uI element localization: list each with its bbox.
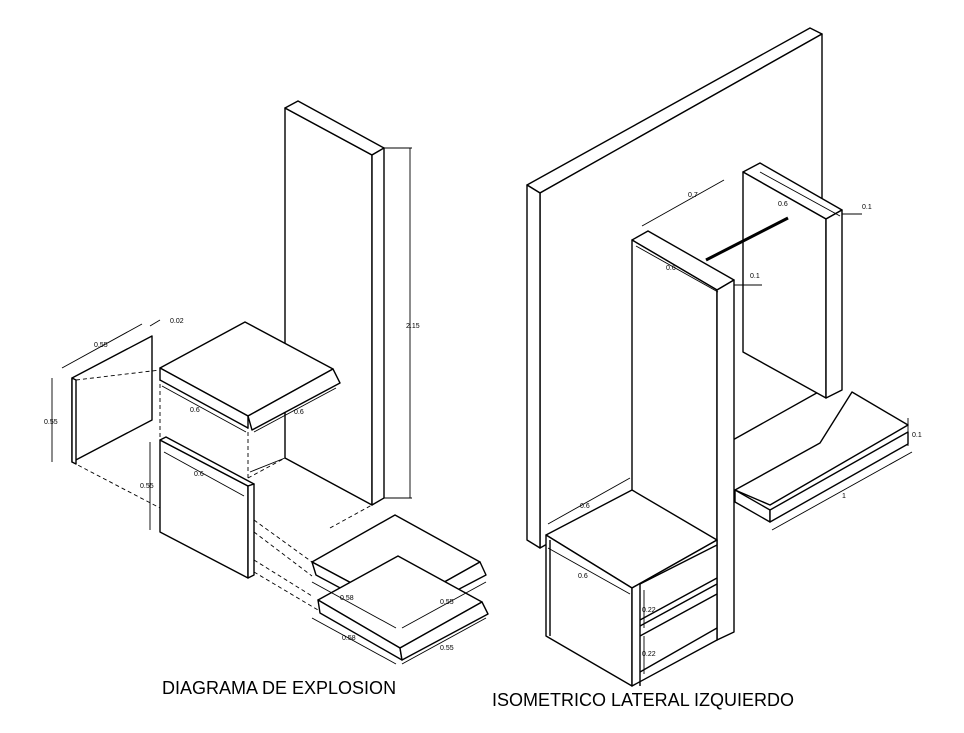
dim-rear-post-thickness: 0.1 — [862, 204, 872, 211]
tall-panel — [284, 100, 385, 506]
projection-line — [75, 369, 161, 381]
dim-shelf2-depth: 0.58 — [342, 635, 356, 642]
dim-panel-width: 0.55 — [94, 342, 108, 349]
dim-shelf-gap-2: 0.22 — [642, 651, 656, 658]
dim-side-height: 0.55 — [140, 483, 154, 490]
dim-shelf-gap-1: 0.22 — [642, 607, 656, 614]
floor-line — [249, 457, 286, 473]
explosion-diagram: 0.55 0.02 0.55 0.6 0.6 0.6 0.55 2.15 0.5… — [44, 100, 489, 698]
projection-line — [71, 461, 161, 509]
caption-explosion: DIAGRAMA DE EXPLOSION — [162, 678, 396, 698]
projection-line — [253, 559, 313, 597]
hidden-line — [329, 504, 373, 529]
dim-front-post-thickness: 0.1 — [750, 273, 760, 280]
dim-front-post-depth: 0.6 — [666, 265, 676, 272]
explosion-dimension-lines — [51, 147, 487, 665]
dim-tall-height: 2.15 — [406, 323, 420, 330]
dim-cabinet-depth-front: 0.6 — [578, 573, 588, 580]
projection-line — [247, 457, 286, 479]
projection-line — [253, 519, 313, 563]
dim-top-depth: 0.6 — [190, 407, 200, 414]
isometric-view: 0.7 0.6 0.1 0.6 0.1 0.1 1 0.6 0.6 0.22 0… — [492, 27, 922, 710]
dim-base-length: 1 — [842, 493, 846, 500]
dim-span: 0.7 — [688, 192, 698, 199]
isometric-dimension-lines — [547, 171, 913, 674]
side-board — [159, 436, 255, 579]
projection-line — [253, 531, 313, 577]
dim-cabinet-depth-top: 0.6 — [580, 503, 590, 510]
dim-panel-thickness: 0.02 — [170, 318, 184, 325]
rear-post — [742, 162, 843, 399]
shelf-2 — [317, 555, 489, 661]
dim-base-thickness: 0.1 — [912, 432, 922, 439]
projection-line — [253, 571, 319, 611]
dim-side-depth: 0.6 — [194, 471, 204, 478]
cabinet — [545, 489, 718, 687]
dim-shelf1-depth: 0.58 — [340, 595, 354, 602]
back-panel — [71, 335, 153, 465]
dim-rear-post-depth: 0.6 — [778, 201, 788, 208]
dim-shelf1-width: 0.55 — [440, 599, 454, 606]
dim-panel-height: 0.55 — [44, 419, 58, 426]
base-platform — [734, 391, 909, 523]
dim-shelf2-width: 0.55 — [440, 645, 454, 652]
caption-isometric: ISOMETRICO LATERAL IZQUIERDO — [492, 690, 794, 710]
dim-top-width: 0.6 — [294, 409, 304, 416]
top-block — [159, 321, 341, 431]
hanging-rod — [705, 216, 789, 262]
floor-line-2 — [284, 457, 373, 506]
